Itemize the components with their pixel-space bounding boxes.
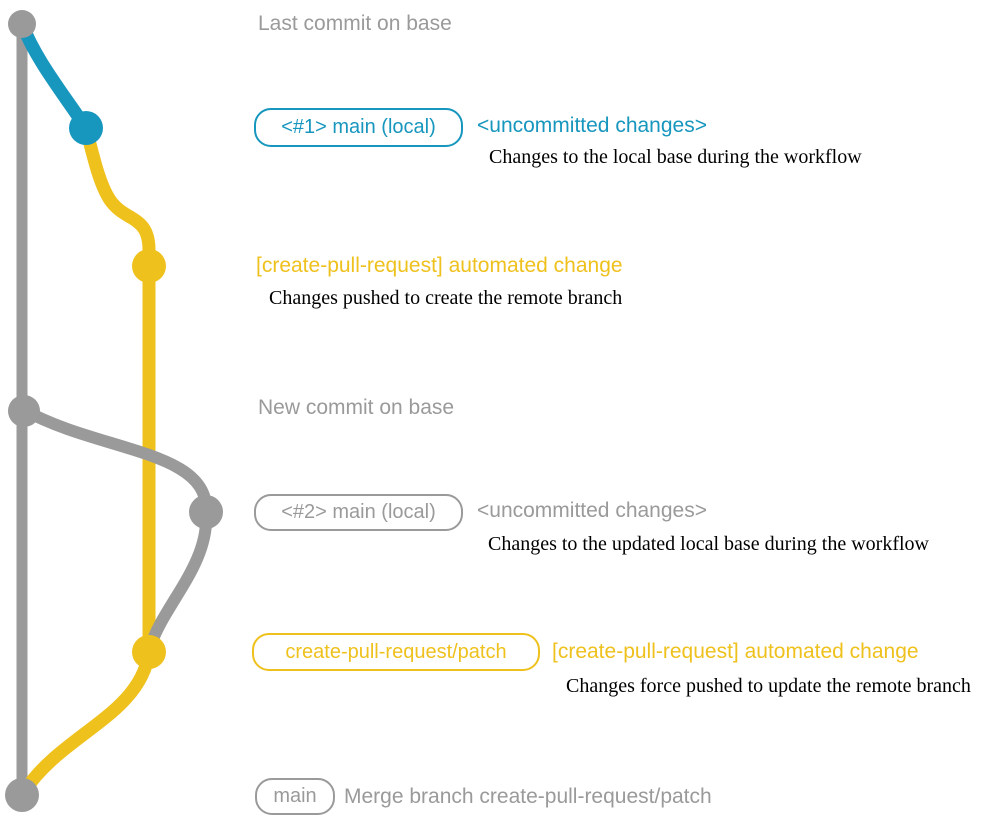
branch-badge-main-local-1: <#1> main (local) xyxy=(254,108,463,147)
commit-node-uncommitted-changes-2 xyxy=(189,495,223,529)
desc-uncommitted-changes-2: Changes to the updated local base during… xyxy=(488,533,929,555)
commit-node-last-commit-on-base xyxy=(8,10,36,38)
commit-node-new-commit-on-base xyxy=(8,395,40,427)
uncommitted-changes-2-path xyxy=(21,404,213,650)
label-last-commit-on-base: Last commit on base xyxy=(258,12,452,35)
heading-automated-change-1: [create-pull-request] automated change xyxy=(256,254,623,277)
desc-automated-change-2: Changes force pushed to update the remot… xyxy=(566,675,971,697)
branch-badge-main-local-2: <#2> main (local) xyxy=(254,494,463,531)
heading-merge-branch: Merge branch create-pull-request/patch xyxy=(344,785,712,808)
commit-node-uncommitted-changes-1 xyxy=(69,111,103,145)
heading-automated-change-2: [create-pull-request] automated change xyxy=(552,640,919,663)
label-new-commit-on-base: New commit on base xyxy=(258,396,455,419)
desc-automated-change-1: Changes pushed to create the remote bran… xyxy=(269,287,623,309)
uncommitted-changes-1-path xyxy=(15,21,92,132)
commit-node-automated-change-1 xyxy=(132,249,166,283)
commit-node-merge-commit xyxy=(5,778,39,812)
git-graph xyxy=(5,10,223,812)
create-pull-request-patch-branch-path xyxy=(18,126,156,796)
branch-badge-create-pull-request-patch: create-pull-request/patch xyxy=(252,633,540,671)
heading-uncommitted-changes-2: <uncommitted changes> xyxy=(477,499,707,522)
desc-uncommitted-changes-1: Changes to the local base during the wor… xyxy=(489,146,862,168)
heading-uncommitted-changes-1: <uncommitted changes> xyxy=(477,114,707,137)
commit-node-automated-change-2 xyxy=(132,635,166,669)
branch-badge-main: main xyxy=(255,778,335,815)
